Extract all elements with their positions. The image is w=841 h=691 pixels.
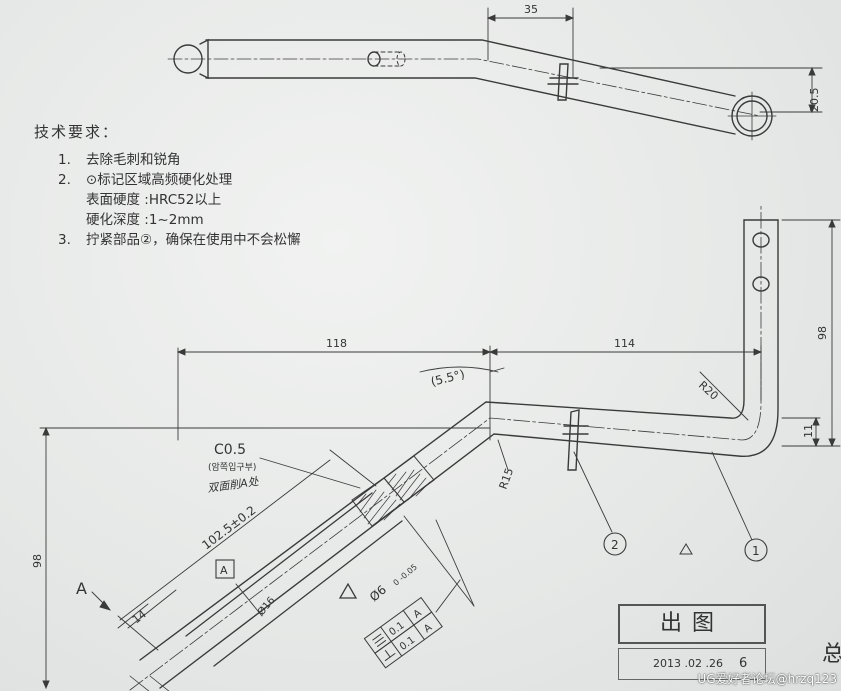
dim-98-left: 98 [31, 554, 44, 568]
dim-phi16: Ø16 [255, 594, 277, 618]
balloon-2-circle [603, 532, 627, 556]
dim-phi6-tol: 0 -0.05 [392, 562, 419, 587]
angle-5-5: (5.5°) [429, 367, 466, 389]
main-view-tube [129, 204, 779, 691]
dim-35: 35 [524, 3, 538, 16]
balloon-1: 1 [752, 544, 760, 558]
dim-118: 118 [326, 337, 347, 350]
tol-value-2: 0.1 [398, 635, 417, 653]
dim-20-5: 20.5 [808, 88, 821, 113]
tolerance-frames [363, 596, 443, 669]
top-view-dimensions [486, 7, 823, 114]
warning-triangle [679, 543, 693, 555]
view-arrow-a: A [76, 579, 87, 598]
corner-character: 总 [822, 642, 841, 667]
balloon-2: 2 [611, 538, 619, 552]
dim-102-5: 102.5±0.2 [199, 503, 258, 552]
notes-title: 技术要求： [34, 123, 120, 141]
balloon-1-circle [744, 538, 768, 562]
hatching [355, 469, 431, 525]
note-item: 表面硬度 :HRC52以上 [86, 192, 222, 208]
korean-note: (암쪽입구부) [208, 461, 256, 473]
dim-98-right: 98 [816, 326, 829, 340]
r20-label: R20 [696, 379, 721, 403]
chamfer-label: C0.5 [214, 442, 246, 458]
top-view-tube [167, 38, 777, 141]
datum-a-box [215, 559, 235, 579]
note-item: 2.⊙标记区域高频硬化处理 [58, 172, 233, 188]
tol-value-1: 0.1 [387, 620, 406, 638]
note-item: 硬化深度 :1~2mm [86, 212, 204, 228]
technical-requirements: 技术要求： 1.去除毛刺和锐角 2.⊙标记区域高频硬化处理 表面硬度 :HRC5… [34, 122, 301, 250]
handwritten-note: 双面削A处 [207, 475, 261, 495]
r15-label: R15 [497, 466, 517, 491]
dim-phi6: Ø6 [367, 583, 389, 605]
release-stamp-title: 出图 [618, 604, 766, 644]
datum-a-label: A [220, 564, 228, 577]
note-item: 3.拧紧部品②，确保在使用中不会松懈 [58, 232, 301, 248]
dim-114: 114 [614, 337, 635, 350]
hardening-triangle [338, 582, 358, 599]
dim-11: 11 [802, 424, 815, 438]
watermark: UG爱好者论坛@hrzq123 [697, 672, 837, 686]
note-item: 1.去除毛刺和锐角 [58, 152, 181, 168]
main-view-dimensions [39, 218, 841, 690]
